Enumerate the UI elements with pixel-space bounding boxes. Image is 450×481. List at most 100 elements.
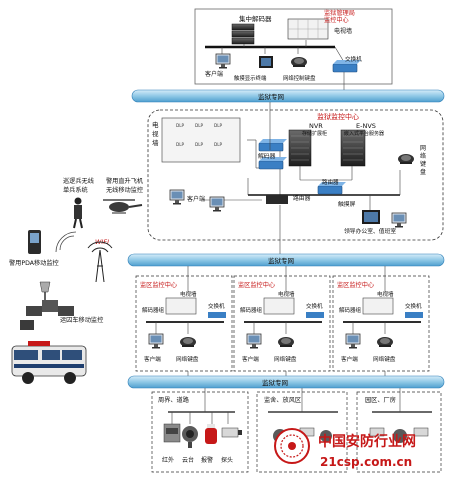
sub-keyboard-label: 网络键盘	[373, 355, 396, 363]
sub-tv-wall-icon	[263, 297, 295, 315]
camera-probe-icon	[221, 427, 242, 438]
office-monitor-icon	[391, 212, 407, 228]
sub-keyboard-icon	[278, 337, 294, 347]
sub-client-icon	[148, 333, 164, 349]
sub-keyboard-icon	[377, 337, 393, 347]
nvr-label-1: NVR	[309, 122, 323, 130]
sub-tv-wall-label: 电视墙	[377, 290, 394, 298]
pda-label: 警用PDA移动监控	[9, 259, 59, 267]
area-title-factory: 园区、厂房	[365, 396, 396, 404]
sub-client-icon	[246, 333, 262, 349]
alarm-label: 报警	[201, 456, 213, 464]
sub-center-title: 监区监控中心	[238, 281, 275, 289]
patrol-label-1: 巡逻兵无线	[63, 177, 94, 185]
wifi-waves-left	[55, 231, 77, 253]
sub-switch-label: 交换机	[306, 302, 323, 310]
area-title-perimeter: 周界、道路	[158, 396, 190, 404]
onboard-camera-icons	[20, 300, 74, 330]
watermark-cn: 中国安防行业网	[318, 433, 416, 450]
heli-label-2: 无线移动监控	[106, 186, 143, 194]
bureau-title-1: 监狱管理局	[324, 9, 355, 17]
sub-keyboard-label: 网络键盘	[176, 355, 199, 363]
camera-label: 探头	[221, 456, 233, 464]
dlp-cell-label: DLP	[195, 142, 204, 147]
tv-wall-vertical-1: 电	[152, 120, 159, 129]
soldier-icon	[73, 197, 83, 229]
area-box-perimeter	[151, 391, 249, 473]
sub-center-box	[332, 275, 430, 372]
sub-client-label: 客户端	[341, 355, 358, 363]
touch-screen-label: 触摸屏	[338, 200, 356, 208]
dlp-cell-label: DLP	[214, 142, 223, 147]
area-title-cells: 监舍、放风区	[264, 396, 301, 404]
heli-label-1: 警用直升飞机	[106, 177, 144, 185]
sub-tv-wall-label: 电视墙	[278, 290, 295, 298]
sub-decoder-label: 解码器组	[142, 306, 165, 314]
client-top-label: 客户端	[205, 70, 223, 78]
nvr-label-2: 存储扩展柜	[302, 130, 327, 137]
envs-label-2: 嵌入式平台服务器	[344, 130, 384, 137]
wifi-tower-icon	[87, 241, 113, 283]
dlp-cell-label: DLP	[176, 142, 185, 147]
decoder-rack-icon	[231, 23, 255, 45]
bureau-title-2: 监控中心	[324, 16, 349, 24]
dlp-cell-label: DLP	[214, 123, 223, 128]
sub-decoder-label: 解码器组	[339, 306, 362, 314]
pda-icon	[28, 230, 41, 254]
watermark-url: 21csp.com.cn	[320, 455, 412, 469]
antenna-icon	[39, 281, 51, 300]
dlp-cell-label: DLP	[176, 123, 185, 128]
net-keyboard-center-2: 络	[420, 152, 426, 160]
bus-3-label: 监狱专网	[262, 378, 288, 387]
sub-client-label: 客户端	[242, 355, 259, 363]
prison-network-bus-1	[131, 89, 445, 103]
sub-tv-wall-icon	[362, 297, 394, 315]
office-label: 领导办公室、值班室	[344, 227, 396, 235]
sub-keyboard-label: 网络键盘	[274, 355, 297, 363]
dlp-cells: DLP DLP DLP DLP DLP DLP	[176, 123, 223, 147]
net-keyboard-center-icon	[398, 154, 414, 164]
sub-center-box	[135, 275, 233, 372]
dlp-video-wall	[161, 117, 241, 163]
bus-1-label: 监狱专网	[258, 92, 284, 101]
sub-centers: 监区监控中心电视墙解码器组交换机客户端网络键盘监区监控中心电视墙解码器组交换机客…	[135, 266, 430, 376]
factory-camera-icons	[369, 427, 429, 443]
net-keyboard-top-icon	[291, 57, 307, 67]
decoder-icon-1	[258, 138, 288, 152]
sub-keyboard-icon	[180, 337, 196, 347]
client-center-icon-2	[209, 196, 225, 212]
sub-center-title: 监区监控中心	[337, 281, 374, 289]
prison-center-title: 监狱监控中心	[317, 112, 359, 121]
sub-tv-wall-label: 电视墙	[180, 290, 197, 298]
sub-tv-wall-icon	[165, 297, 197, 315]
prison-center-box	[147, 109, 444, 241]
decoder-label: 集中解码器	[239, 14, 272, 23]
sub-switch-icon	[405, 312, 423, 318]
dlp-cell-label: DLP	[195, 123, 204, 128]
touch-terminal-label: 触摸显示终端	[234, 74, 267, 82]
sub-center-title: 监区监控中心	[140, 281, 177, 289]
prison-van-icon	[11, 341, 87, 384]
sub-switch-label: 交换机	[208, 302, 225, 310]
sub-switch-icon	[306, 312, 324, 318]
helicopter-icon	[103, 199, 143, 214]
ptz-camera-icon	[182, 426, 198, 448]
router-center-label: 路由器	[322, 178, 339, 186]
prison-network-bus-3	[127, 375, 445, 389]
watermark-logo	[274, 428, 310, 464]
sub-decoder-label: 解码器组	[240, 306, 263, 314]
sub-switch-icon	[208, 312, 226, 318]
switch-top-label: 交换机	[345, 55, 362, 63]
infrared-label: 红外	[162, 456, 174, 464]
transport-label: 运囚车移动监控	[60, 316, 103, 324]
sub-center-box	[233, 275, 331, 372]
client-center-icon	[169, 189, 185, 205]
patrol-label-2: 单兵系统	[63, 186, 88, 194]
net-keyboard-center-3: 键	[420, 160, 426, 168]
client-top-icon	[215, 53, 231, 69]
sub-switch-label: 交换机	[405, 302, 422, 310]
client-center-label: 客户端	[187, 195, 205, 203]
net-keyboard-top-label: 网络控制键盘	[283, 74, 316, 82]
net-keyboard-center-4: 盘	[420, 168, 426, 176]
alarm-icon	[205, 424, 217, 444]
